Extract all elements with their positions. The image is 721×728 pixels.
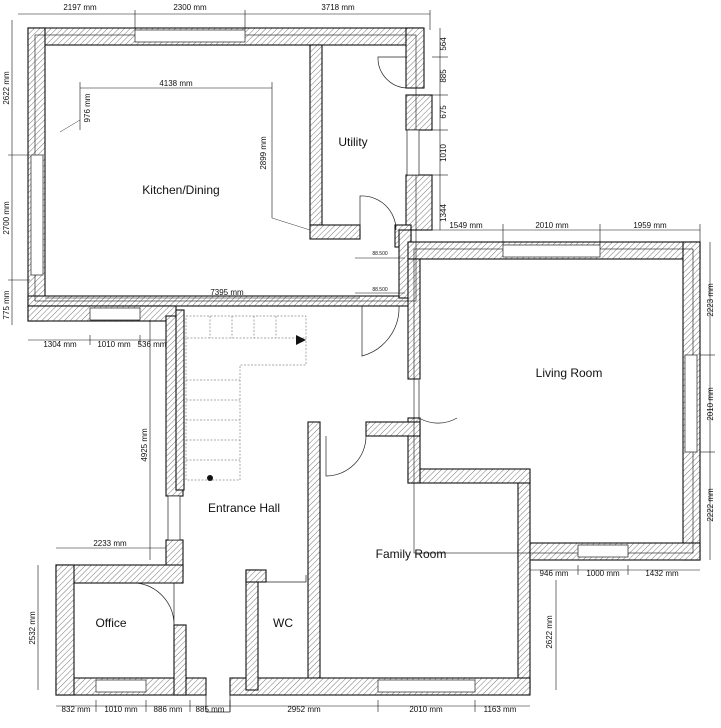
window-kitchen-top bbox=[134, 29, 246, 43]
dim-right-4: 1010 bbox=[439, 144, 448, 162]
dim-kitchen-bottom: 7395 mm bbox=[210, 288, 244, 297]
dim-family-h: 2622 mm bbox=[545, 615, 554, 649]
window-office-bottom bbox=[95, 679, 147, 693]
dim-lr-b1: 946 mm bbox=[540, 569, 569, 578]
dim-sub-1: 1304 mm bbox=[43, 340, 77, 349]
dim-bot-4: 885 mm bbox=[196, 705, 225, 714]
inner-wall-lines bbox=[34, 34, 694, 554]
dimension-lines bbox=[8, 10, 715, 712]
dim-left-1: 2622 mm bbox=[2, 71, 11, 105]
dim-bot-1: 832 mm bbox=[62, 705, 91, 714]
dim-right-3: 675 bbox=[439, 105, 448, 119]
dim-top-2: 2300 mm bbox=[173, 3, 207, 12]
exterior-walls bbox=[27, 27, 701, 696]
door-office bbox=[135, 582, 175, 626]
door-kitchen bbox=[361, 305, 400, 357]
dim-office-w: 2233 mm bbox=[93, 539, 127, 548]
dimension-labels: 2197 mm 2300 mm 3718 mm 4138 mm 976 mm 2… bbox=[2, 3, 715, 714]
dim-sub-2: 1010 mm bbox=[97, 340, 131, 349]
dim-lr-b2: 1000 mm bbox=[586, 569, 620, 578]
dim-kitchen-diag: 976 mm bbox=[83, 93, 92, 122]
dim-util-small-2: 88.500 bbox=[372, 287, 388, 293]
dim-bot-7: 1163 mm bbox=[484, 705, 517, 714]
window-kitchen-left bbox=[30, 154, 44, 276]
window-living-right bbox=[684, 354, 698, 453]
dim-bot-5: 2952 mm bbox=[287, 705, 321, 714]
door-wc bbox=[266, 575, 307, 583]
dim-top-1: 2197 mm bbox=[63, 3, 97, 12]
window-utility bbox=[406, 129, 420, 176]
window-kitchen-bottom bbox=[89, 307, 141, 321]
dim-hall-height: 4925 mm bbox=[140, 428, 149, 462]
door-living bbox=[418, 380, 458, 424]
dim-bot-2: 1010 mm bbox=[104, 705, 138, 714]
dim-mid-1: 1549 mm bbox=[449, 221, 483, 230]
dim-kitchen-width: 4138 mm bbox=[159, 79, 193, 88]
door-family bbox=[325, 435, 367, 477]
window-family-bottom bbox=[377, 679, 476, 693]
dim-bot-6: 2010 mm bbox=[409, 705, 443, 714]
dim-right-2: 885 bbox=[439, 69, 448, 83]
dim-util-small-1: 88.500 bbox=[372, 251, 388, 257]
dim-living-r2: 2010 mm bbox=[706, 387, 715, 421]
window-living-top bbox=[502, 244, 601, 258]
door-utility-external bbox=[377, 56, 408, 89]
dim-sub-3: 536 mm bbox=[138, 340, 167, 349]
stairs bbox=[185, 315, 307, 481]
dim-top-3: 3718 mm bbox=[321, 3, 355, 12]
room-label-wc: WC bbox=[273, 616, 293, 630]
windows bbox=[30, 29, 698, 693]
stair-arrow-icon bbox=[296, 335, 306, 345]
room-label-entrance: Entrance Hall bbox=[208, 501, 280, 515]
room-label-family: Family Room bbox=[376, 547, 447, 561]
doors bbox=[135, 56, 458, 713]
dim-living-r1: 2223 mm bbox=[706, 283, 715, 317]
dim-right-5: 1344 bbox=[439, 204, 448, 222]
dim-office-h: 2532 mm bbox=[28, 611, 37, 645]
dim-mid-3: 1959 mm bbox=[633, 221, 667, 230]
window-hall-left bbox=[167, 495, 181, 541]
dim-left-2: 2700 mm bbox=[2, 201, 11, 235]
dim-mid-2: 2010 mm bbox=[535, 221, 569, 230]
room-label-utility: Utility bbox=[338, 135, 367, 149]
room-labels: Kitchen/Dining Utility Living Room Entra… bbox=[95, 135, 602, 630]
dim-kitchen-height: 2899 mm bbox=[259, 136, 268, 170]
room-label-living: Living Room bbox=[536, 366, 603, 380]
dim-lr-b3: 1432 mm bbox=[645, 569, 679, 578]
room-label-office: Office bbox=[95, 616, 126, 630]
dim-right-1: 564 bbox=[439, 37, 448, 51]
window-living-bottom bbox=[577, 544, 629, 558]
dim-living-r3: 2222 mm bbox=[706, 488, 715, 522]
dim-bot-3: 886 mm bbox=[154, 705, 183, 714]
dim-left-3: 775 mm bbox=[2, 290, 11, 319]
door-utility bbox=[359, 195, 397, 231]
stair-start-dot bbox=[207, 475, 213, 481]
room-label-kitchen: Kitchen/Dining bbox=[142, 183, 219, 197]
